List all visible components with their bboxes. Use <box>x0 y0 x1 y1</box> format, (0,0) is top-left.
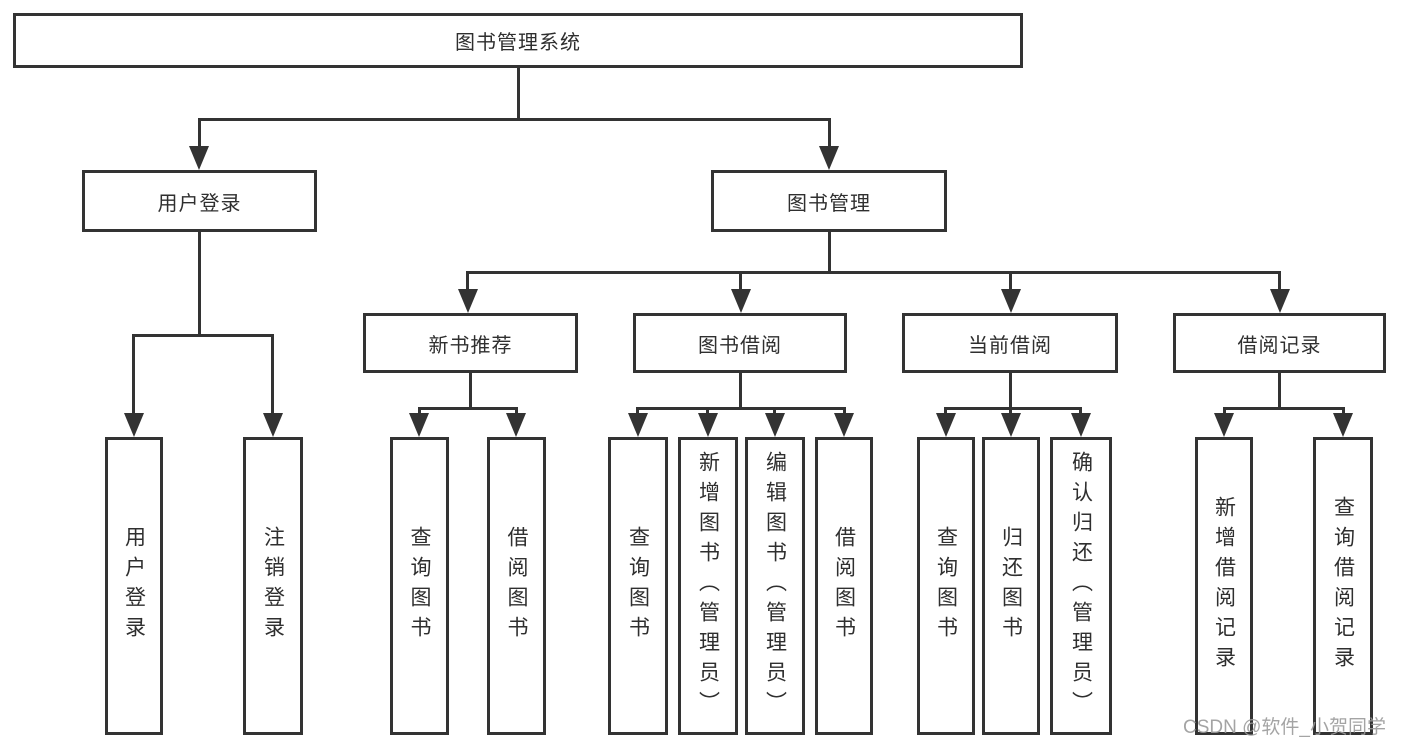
node-label: 借阅记录 <box>1237 334 1322 357</box>
node-label: 查询图书 <box>408 526 431 646</box>
leaf-edit-books-admin: 编辑图书（管理员） <box>745 437 805 735</box>
connector-line <box>466 271 469 295</box>
node-label: 注销登录 <box>261 526 285 646</box>
arrowhead-down-icon <box>458 289 478 313</box>
connector-line <box>1009 271 1012 295</box>
arrowhead-down-icon <box>189 146 209 170</box>
connector-line <box>944 407 1082 410</box>
node-user-login: 用户登录 <box>82 170 317 232</box>
leaf-borrow-books: 借阅图书 <box>815 437 873 735</box>
arrowhead-down-icon <box>1333 413 1353 437</box>
node-label: 图书借阅 <box>698 334 782 357</box>
connector-line <box>828 118 831 152</box>
node-label: 查询图书 <box>934 526 958 646</box>
connector-line <box>469 373 472 410</box>
arrowhead-down-icon <box>698 413 718 437</box>
arrowhead-down-icon <box>834 413 854 437</box>
node-label: 新增借阅记录 <box>1212 496 1236 676</box>
connector-line <box>1278 271 1281 295</box>
connector-line <box>198 118 831 121</box>
node-label: 新增图书（管理员） <box>696 451 720 721</box>
arrowhead-down-icon <box>1001 413 1021 437</box>
csdn-watermark: CSDN @软件_小贺同学 <box>1183 717 1386 738</box>
node-label: 借阅图书 <box>832 526 856 646</box>
node-current-borrow: 当前借阅 <box>902 313 1118 373</box>
node-label: 当前借阅 <box>968 334 1052 357</box>
leaf-add-borrow-record: 新增借阅记录 <box>1195 437 1253 735</box>
connector-line <box>739 271 742 295</box>
arrowhead-down-icon <box>1270 289 1290 313</box>
connector-line <box>739 373 742 410</box>
leaf-logout: 注销登录 <box>243 437 303 735</box>
node-label: 归还图书 <box>999 526 1023 646</box>
arrowhead-down-icon <box>731 289 751 313</box>
leaf-query-borrow-record: 查询借阅记录 <box>1313 437 1373 735</box>
node-label: 确认归还（管理员） <box>1069 451 1093 721</box>
connector-line <box>418 407 518 410</box>
node-label: 借阅图书 <box>505 526 528 646</box>
node-book-management: 图书管理 <box>711 170 947 232</box>
node-label: 图书管理系统 <box>455 32 581 54</box>
node-label: 图书管理 <box>787 192 871 215</box>
connector-line <box>828 232 831 274</box>
node-label: 用户登录 <box>157 192 242 215</box>
node-book-borrow: 图书借阅 <box>633 313 847 373</box>
node-new-book-recommend: 新书推荐 <box>363 313 578 373</box>
connector-line <box>466 271 1281 274</box>
node-label: 查询图书 <box>626 526 650 646</box>
node-label: 编辑图书（管理员） <box>763 451 787 721</box>
arrowhead-down-icon <box>819 146 839 170</box>
connector-line <box>271 334 274 420</box>
connector-line <box>198 118 201 152</box>
arrowhead-down-icon <box>765 413 785 437</box>
node-label: 新书推荐 <box>428 334 513 357</box>
leaf-user-login: 用户登录 <box>105 437 163 735</box>
leaf-add-books-admin: 新增图书（管理员） <box>678 437 738 735</box>
leaf-borrow-books-recommend: 借阅图书 <box>487 437 546 735</box>
arrowhead-down-icon <box>1214 413 1234 437</box>
leaf-query-books-recommend: 查询图书 <box>390 437 449 735</box>
leaf-return-books: 归还图书 <box>982 437 1040 735</box>
connector-line <box>1278 373 1281 410</box>
arrowhead-down-icon <box>263 413 283 437</box>
connector-line <box>1223 407 1343 410</box>
arrowhead-down-icon <box>124 413 144 437</box>
arrowhead-down-icon <box>506 413 526 437</box>
node-label: 查询借阅记录 <box>1331 496 1355 676</box>
connector-line <box>132 334 135 420</box>
node-root-library-system: 图书管理系统 <box>13 13 1023 68</box>
leaf-query-books-current: 查询图书 <box>917 437 975 735</box>
node-label: 用户登录 <box>122 526 146 646</box>
arrowhead-down-icon <box>1071 413 1091 437</box>
connector-line <box>636 407 845 410</box>
connector-line <box>198 232 201 337</box>
arrowhead-down-icon <box>409 413 429 437</box>
connector-line <box>517 68 520 120</box>
node-borrow-records: 借阅记录 <box>1173 313 1386 373</box>
connector-line <box>1009 373 1012 410</box>
leaf-query-books-borrow: 查询图书 <box>608 437 668 735</box>
arrowhead-down-icon <box>1001 289 1021 313</box>
leaf-confirm-return-admin: 确认归还（管理员） <box>1050 437 1112 735</box>
arrowhead-down-icon <box>936 413 956 437</box>
arrowhead-down-icon <box>628 413 648 437</box>
connector-line <box>132 334 274 337</box>
